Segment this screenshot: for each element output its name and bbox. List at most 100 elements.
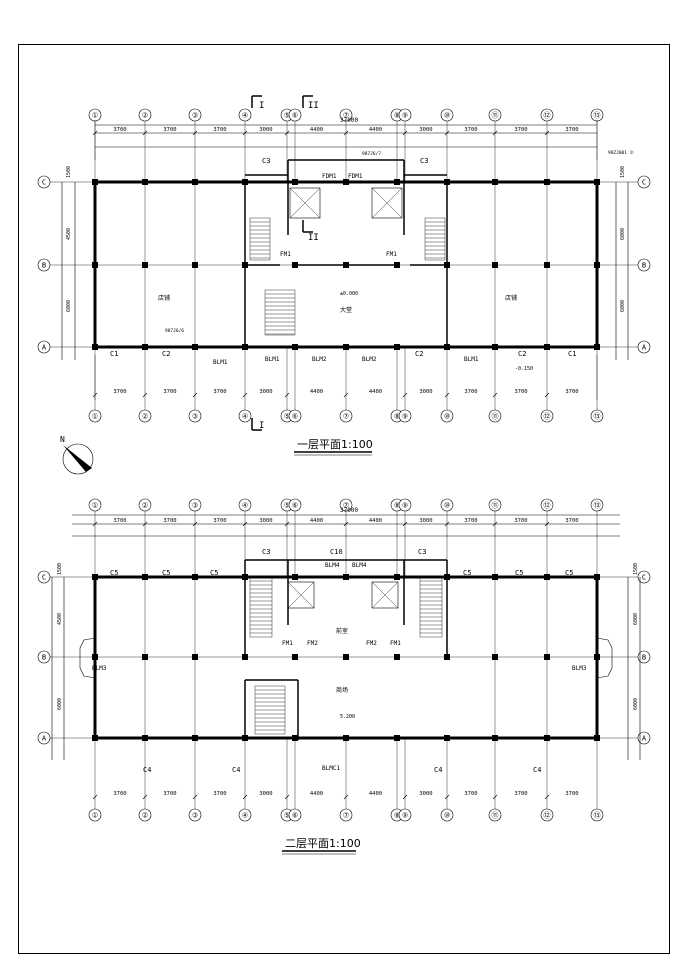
dimension-text: 3000 — [419, 791, 432, 797]
plan1-section-mark2-top: II — [308, 101, 319, 111]
column — [142, 179, 148, 185]
plan1-fdm1-a: FDM1 — [322, 173, 337, 180]
dimension-text: 3700 — [213, 791, 226, 797]
column — [142, 262, 148, 268]
row-axis-bubble — [37, 731, 51, 745]
axis-label: ⑥ — [292, 413, 298, 421]
dimension-text: 3000 — [419, 389, 432, 395]
row-axis-bubble — [637, 175, 651, 189]
axis-bubble — [138, 808, 152, 822]
axis-bubble — [288, 498, 302, 512]
row-axis-bubble — [637, 650, 651, 664]
column — [292, 262, 298, 268]
axis-bubble — [238, 108, 252, 122]
plan1-elev-out: -0.150 — [515, 366, 533, 372]
column — [492, 179, 498, 185]
axis-bubble — [288, 409, 302, 423]
plan1-door-blm1-b: BLM1 — [265, 356, 280, 363]
plan2-left-dim-1: 1500 — [57, 563, 63, 575]
axis-label: ② — [142, 502, 148, 510]
dimension-text: 3700 — [113, 389, 126, 395]
axis-label: ⑧ — [394, 502, 400, 510]
dimension-text: 3000 — [419, 518, 432, 524]
plan2-door-blm3-left: BLM3 — [92, 665, 107, 672]
axis-label: ② — [142, 812, 148, 820]
plan1-section-mark2-mid: II — [308, 233, 319, 243]
column — [142, 735, 148, 741]
axis-label: ⑪ — [492, 502, 499, 510]
plan2-window-c4-3: C4 — [434, 766, 442, 774]
axis-bubble — [488, 808, 502, 822]
axis-bubble — [339, 498, 353, 512]
axis-label: ④ — [242, 112, 248, 120]
sheet-border — [18, 44, 670, 954]
dimension-text: 3700 — [565, 127, 578, 133]
column — [444, 735, 450, 741]
axis-bubble — [540, 498, 554, 512]
axis-label: ③ — [192, 413, 198, 421]
axis-bubble — [488, 498, 502, 512]
column — [394, 735, 400, 741]
plan1-window-c2-mid: C2 — [415, 350, 423, 358]
axis-bubble — [88, 409, 102, 423]
axis-label: ⑨ — [402, 502, 408, 510]
column — [192, 654, 198, 660]
axis-label: ⑤ — [284, 812, 290, 820]
axis-label: ③ — [192, 112, 198, 120]
column — [394, 574, 400, 580]
dimension-text: 3000 — [259, 518, 272, 524]
column — [343, 574, 349, 580]
axis-bubble — [440, 808, 454, 822]
row-axis-label: A — [42, 344, 47, 352]
column — [142, 344, 148, 350]
axis-label: ⑪ — [492, 812, 499, 820]
axis-bubble — [138, 108, 152, 122]
axis-bubble — [540, 409, 554, 423]
axis-label: ⑦ — [343, 502, 349, 510]
axis-bubble — [590, 808, 604, 822]
column — [292, 179, 298, 185]
axis-label: ⑦ — [343, 413, 349, 421]
axis-label: ⑬ — [594, 413, 601, 421]
dimension-text: 4400 — [310, 518, 323, 524]
plan2-window-c10: C10 — [330, 548, 343, 556]
plan1-window-c2-right: C2 — [518, 350, 526, 358]
row-axis-label: A — [42, 735, 47, 743]
column — [242, 344, 248, 350]
plan1-fdm1-b: FDM1 — [348, 173, 363, 180]
plan1-room-shop-right: 店铺 — [505, 294, 517, 302]
dimension-text: 3700 — [514, 127, 527, 133]
column — [192, 574, 198, 580]
axis-label: ⑪ — [492, 413, 499, 421]
column — [192, 735, 198, 741]
column — [544, 262, 550, 268]
plan1-room-lobby: 大堂 — [340, 306, 352, 314]
column — [343, 179, 349, 185]
row-axis-label: A — [642, 344, 647, 352]
axis-label: ⑫ — [544, 812, 551, 820]
dimension-text: 3700 — [213, 127, 226, 133]
plan1-door-blm1-right: BLM1 — [464, 356, 479, 363]
axis-bubble — [339, 409, 353, 423]
plan1-detail-ref: 98ZJ001 ② — [608, 150, 635, 156]
plan2-right-dim-4: 6000 — [633, 698, 639, 710]
plan1-left-dim-2: 4500 — [66, 228, 72, 240]
north-label: N — [60, 435, 65, 444]
dimension-text: 3000 — [259, 791, 272, 797]
column — [343, 735, 349, 741]
column — [394, 654, 400, 660]
column — [544, 179, 550, 185]
dimension-text: 3700 — [565, 791, 578, 797]
plan2-door-blm3-right: BLM3 — [572, 665, 587, 672]
column — [192, 344, 198, 350]
axis-bubble — [88, 808, 102, 822]
dimension-text: 4400 — [369, 791, 382, 797]
axis-label: ⑩ — [444, 112, 450, 120]
axis-label: ⑤ — [284, 413, 290, 421]
column — [292, 735, 298, 741]
